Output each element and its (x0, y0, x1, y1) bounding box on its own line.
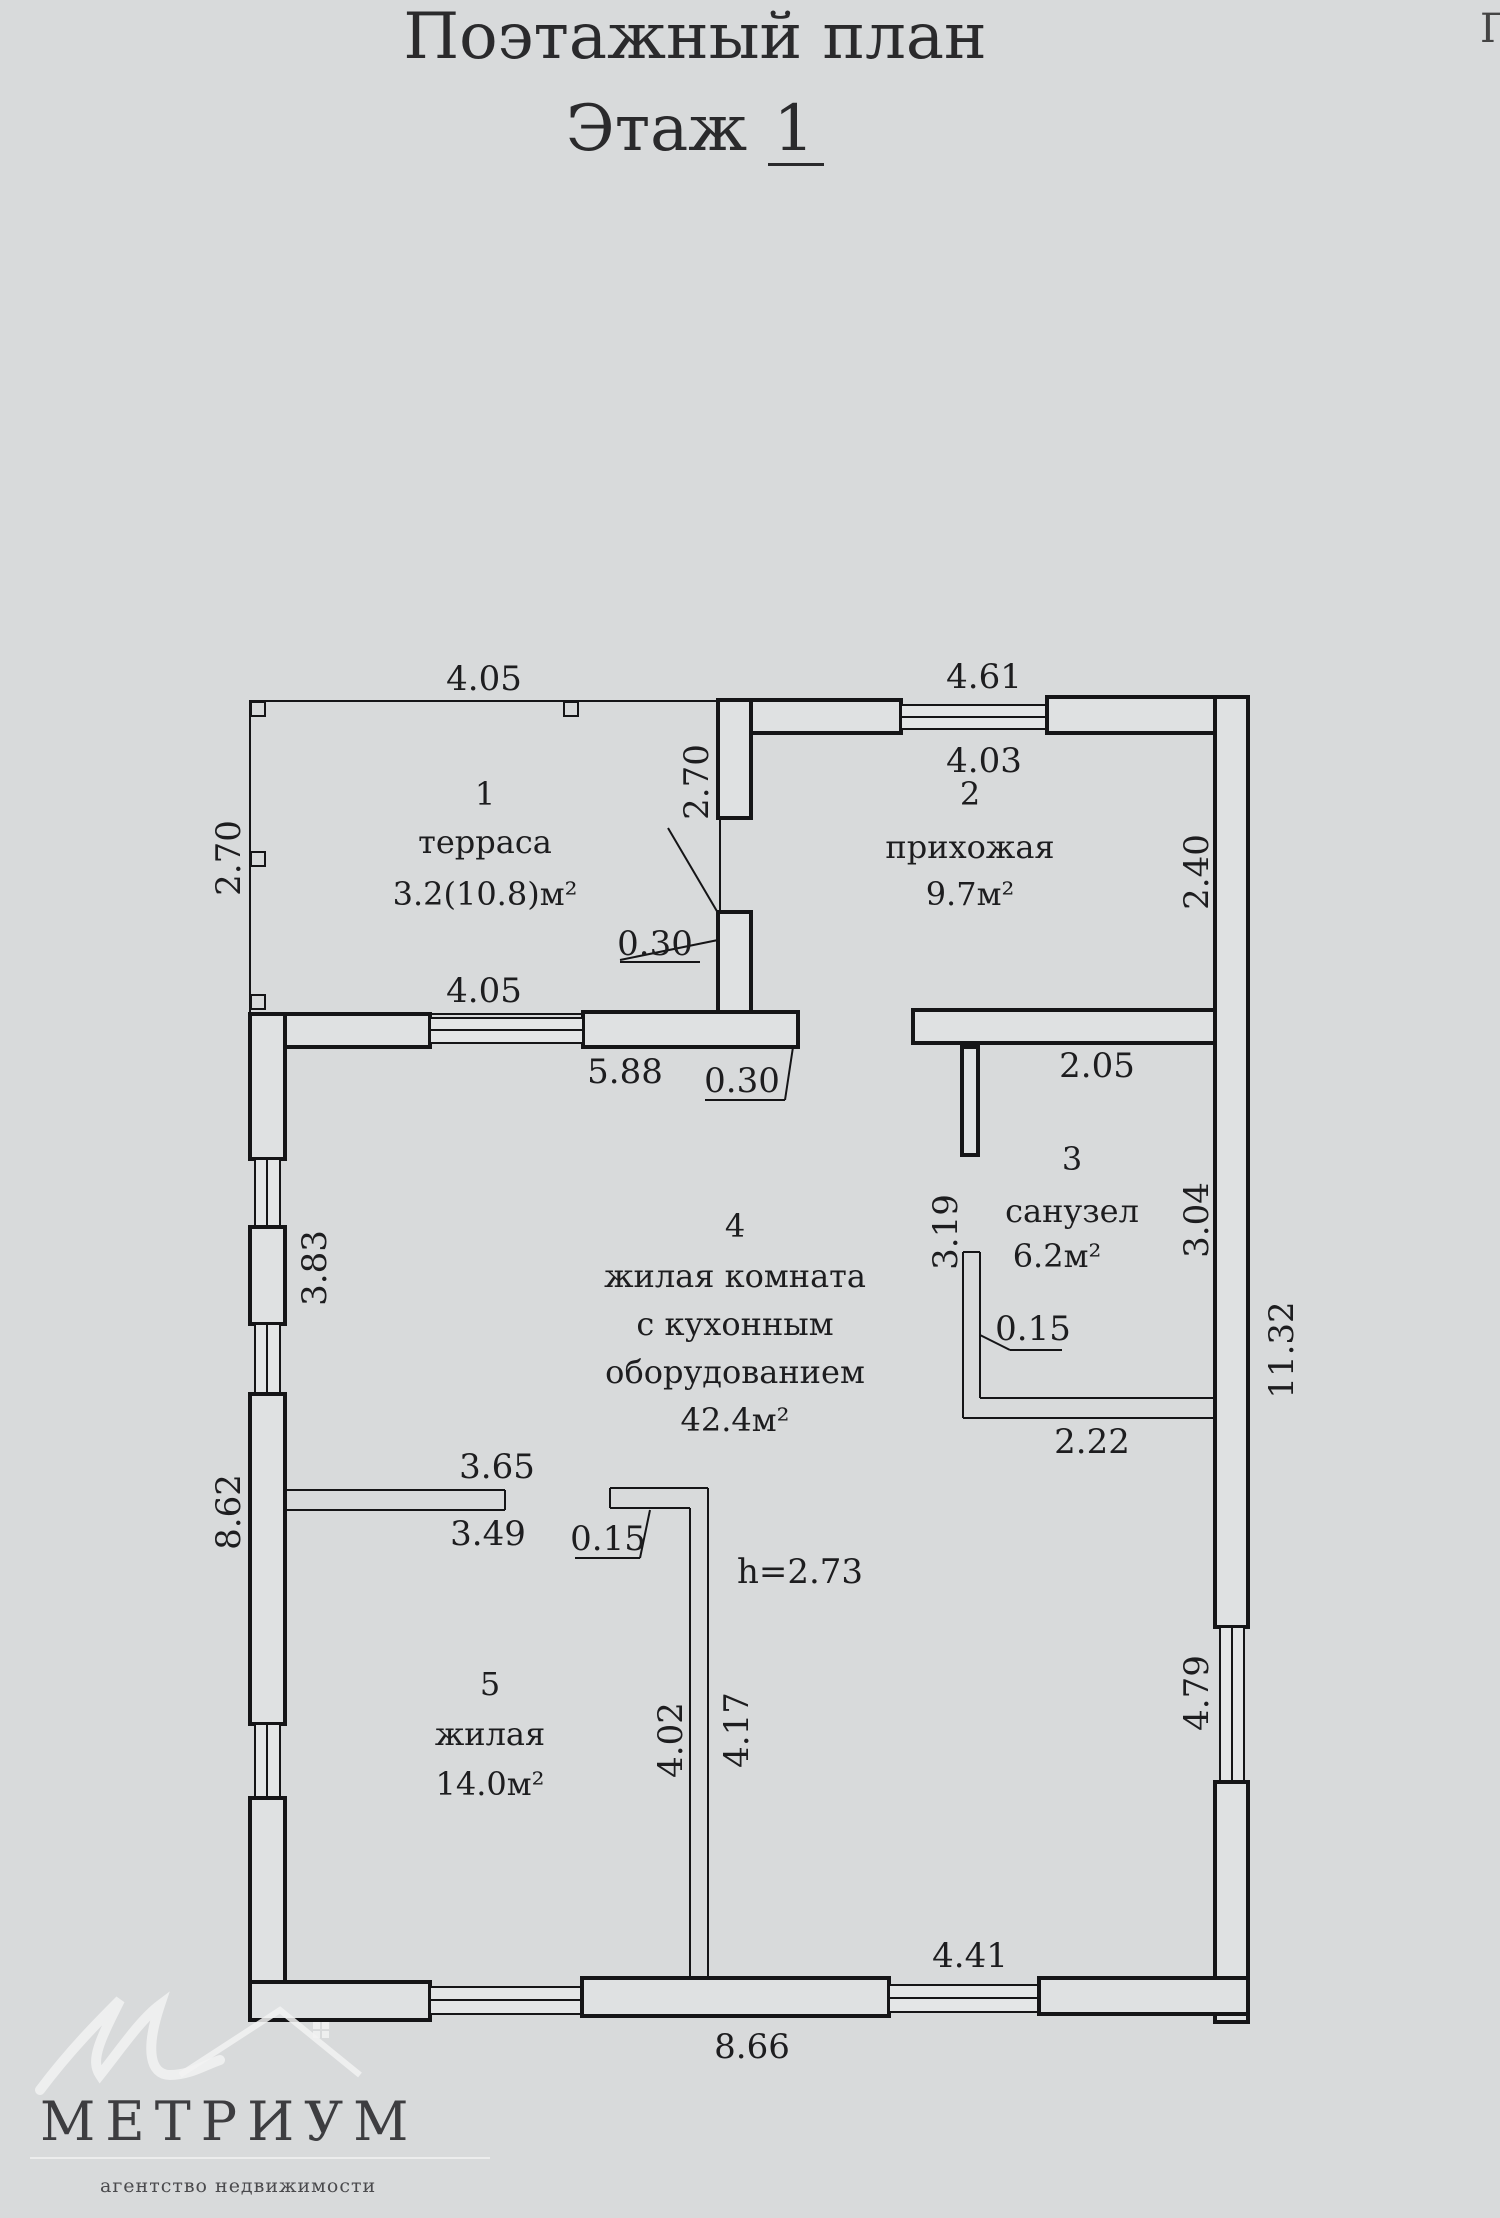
room-2-area: 9.7м² (926, 875, 1015, 913)
room-4-name-line-2: с кухонным (636, 1305, 833, 1343)
leader-lines (619, 939, 794, 1101)
dim-right-lower: 4.79 (1177, 1655, 1217, 1731)
left-wall-segment-1 (248, 1012, 287, 1161)
dim-wall-thickness-bottom: 0.30 (704, 1061, 780, 1101)
room-3-name: санузел (1005, 1192, 1139, 1230)
dim-bottom-inner: 4.41 (932, 1936, 1008, 1976)
hall-partition-bottom (581, 1010, 800, 1049)
dim-terrace-left: 2.70 (209, 820, 249, 896)
metrium-logo-mark (30, 1991, 490, 2159)
dim-hall-right: 2.40 (1177, 834, 1217, 910)
floor-number: 1 (767, 95, 825, 167)
floor-heading: Этаж 1 (0, 92, 1445, 167)
dim-bedroom-outer: 4.17 (717, 1692, 757, 1768)
room-5-number: 5 (480, 1665, 500, 1703)
dim-partition-wall: 0.15 (570, 1519, 646, 1559)
dim-bath-bottom: 2.22 (1054, 1422, 1130, 1462)
room-4-name-line-3: оборудованием (605, 1353, 865, 1391)
corner-mark: П (1480, 6, 1500, 52)
bottom-wall-segment-3 (1037, 1976, 1250, 2016)
room-1-area: 3.2(10.8)м² (393, 875, 578, 913)
bedroom-partition-vertical (575, 1487, 709, 1978)
bottom-wall-segment-2 (580, 1976, 891, 2018)
bath-partition (962, 1251, 1215, 1419)
dim-terrace-right: 2.70 (677, 744, 717, 820)
dim-living-top: 5.88 (587, 1052, 663, 1092)
room-5-area: 14.0м² (436, 1765, 545, 1803)
room-3-label: 3 санузел 6.2м² (1005, 1140, 1139, 1275)
ceiling-height: h=2.73 (737, 1552, 863, 1592)
dim-bedroom-inner: 4.02 (651, 1702, 691, 1778)
dim-bath-top: 2.05 (1059, 1046, 1135, 1086)
room-1-name: терраса (418, 823, 552, 861)
dim-partition-top: 3.65 (459, 1447, 535, 1487)
room-2-label: 2 прихожая 9.7м² (885, 775, 1054, 913)
right-exterior-wall-upper (1213, 695, 1250, 1629)
terrace-outline (249, 700, 721, 1015)
room-5-name: жилая (435, 1715, 545, 1753)
dim-terrace-bottom: 4.05 (446, 971, 522, 1011)
room-3-area: 6.2м² (1013, 1237, 1102, 1275)
room-5-label: 5 жилая 14.0м² (435, 1665, 545, 1803)
left-wall-segment-3 (248, 1392, 287, 1726)
hall-left-stub (716, 698, 753, 820)
bedroom-partition-horizontal (285, 1489, 506, 1511)
dim-wall-thickness-hall: 0.30 (617, 924, 693, 964)
brand-subtitle: агентство недвижимости (100, 2175, 377, 2197)
bath-top-stub (960, 1045, 980, 1157)
room-2-name: прихожая (885, 828, 1054, 866)
floor-prefix: Этаж (565, 92, 748, 166)
room-1-label: 1 терраса 3.2(10.8)м² (393, 775, 578, 913)
room-1-number: 1 (475, 775, 495, 813)
hall-bottom-wall (911, 1008, 1217, 1045)
dim-terrace-top: 4.05 (446, 659, 522, 699)
dim-bath-right: 3.04 (1177, 1182, 1217, 1258)
room-4-name-line-1: жилая комната (604, 1257, 866, 1295)
hall-partition-vertical (716, 910, 753, 1014)
room-4-number: 4 (725, 1207, 745, 1245)
dim-bath-left: 3.19 (926, 1194, 966, 1270)
dim-overall-bottom: 8.66 (714, 2027, 790, 2067)
room-4-area: 42.4м² (681, 1401, 790, 1439)
left-wall-segment-2 (248, 1225, 287, 1326)
room-2-number: 2 (960, 775, 980, 813)
dim-partition-bottom: 3.49 (450, 1514, 526, 1554)
plan-title: Поэтажный план (403, 0, 987, 74)
dim-left-window-segment: 3.83 (295, 1230, 335, 1306)
room-4-label: 4 жилая комната с кухонным оборудованием… (604, 1207, 866, 1439)
dim-hall-top-outer: 4.61 (946, 657, 1022, 697)
dim-bath-wall: 0.15 (995, 1309, 1071, 1349)
dim-hall-top-inner: 4.03 (946, 741, 1022, 781)
dim-overall-right: 11.32 (1262, 1301, 1302, 1398)
dim-overall-left: 8.62 (209, 1474, 249, 1550)
brand-name: МЕТРИУМ (40, 2090, 419, 2153)
room-3-number: 3 (1062, 1140, 1082, 1178)
